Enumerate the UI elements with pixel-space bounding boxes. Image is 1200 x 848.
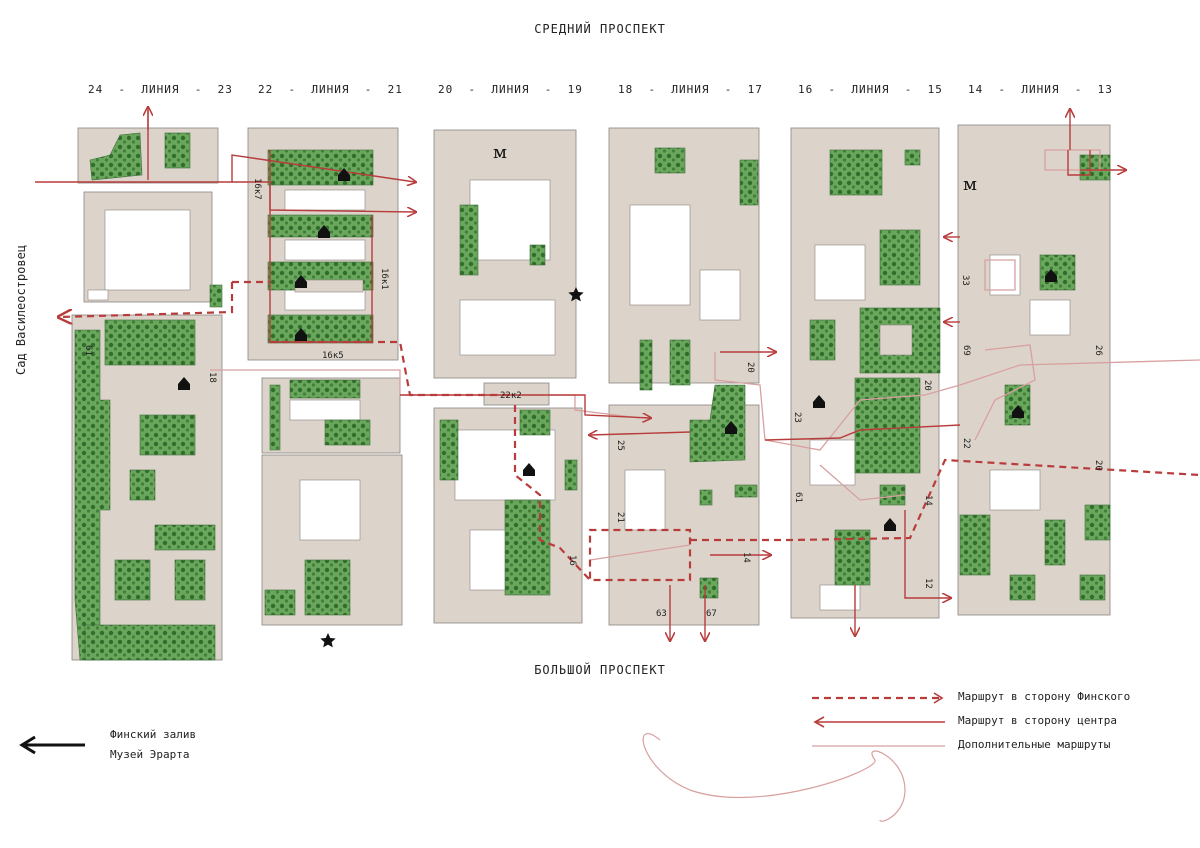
center-routes <box>35 108 1125 640</box>
building-number-14: 69 <box>961 345 971 356</box>
side-garden-label: Сад Василеостровец <box>14 244 28 375</box>
legend-thin-line-icon <box>812 745 945 747</box>
building-number-21: 12 <box>923 578 933 589</box>
building-numbers: 16к7 16к1 16к5 22к2 61 18 25 21 16 20 63… <box>83 178 1103 619</box>
building-number-10: 63 <box>656 609 667 619</box>
metro-icon: м <box>493 142 507 163</box>
line-label-2: 22 - ЛИНИЯ - 21 <box>258 83 403 96</box>
metro-icons: м м <box>493 142 977 195</box>
line-label-3: 20 - ЛИНИЯ - 19 <box>438 83 583 96</box>
building-number-18: 22 <box>961 438 971 449</box>
house-icon <box>725 421 737 434</box>
house-icon <box>295 275 307 288</box>
line-label-4: 18 - ЛИНИЯ - 17 <box>618 83 763 96</box>
house-icon <box>178 377 190 390</box>
house-icon <box>338 168 350 181</box>
house-icon <box>884 518 896 531</box>
house-icon <box>295 328 307 341</box>
house-icon <box>1012 405 1024 418</box>
building-number-5: 18 <box>207 372 217 383</box>
building-number-0: 16к7 <box>252 178 262 200</box>
star-icons <box>320 287 584 648</box>
building-number-22: 61 <box>793 492 803 503</box>
building-number-7: 21 <box>615 512 625 523</box>
building-number-4: 61 <box>83 345 93 356</box>
building-number-1: 16к1 <box>379 268 389 290</box>
building-number-15: 26 <box>1093 345 1103 356</box>
house-icon <box>813 395 825 408</box>
building-number-12: 14 <box>741 552 751 563</box>
house-icons <box>178 168 1057 531</box>
building-number-8: 16 <box>567 555 577 566</box>
museum-label: Музей Эрарта <box>110 748 190 761</box>
star-icon <box>320 633 336 648</box>
gulf-routes <box>60 280 1200 582</box>
street-top-label: СРЕДНИЙ ПРОСПЕКТ <box>534 22 666 36</box>
house-icon <box>318 225 330 238</box>
block-column-5-courtyards <box>809 244 866 611</box>
gulf-label: Финский залив <box>110 728 197 741</box>
star-icon <box>568 287 584 302</box>
line-label-5: 16 - ЛИНИЯ - 15 <box>798 83 943 96</box>
building-number-9: 20 <box>745 362 755 373</box>
legend-solid-line-icon <box>813 716 945 728</box>
legend-item-gulf: Маршрут в сторону Финского <box>810 688 1190 708</box>
legend-dashed-line-icon <box>812 692 944 704</box>
building-number-13: 33 <box>960 275 970 286</box>
legend-item-additional: Дополнительные маршруты <box>810 736 1190 756</box>
building-number-6: 25 <box>615 440 625 451</box>
block-column-1-courtyards <box>87 209 191 301</box>
legend-label-additional: Дополнительные маршруты <box>958 738 1111 751</box>
metro-icon: м <box>963 174 977 195</box>
block-column-2-courtyards <box>284 189 366 541</box>
arrow-icon <box>19 735 85 755</box>
courtyard-col5 <box>879 324 913 356</box>
legend-label-gulf: Маршрут в сторону Финского <box>958 690 1131 703</box>
building-number-19: 20 <box>1093 460 1103 471</box>
legend-label-center: Маршрут в сторону центра <box>958 714 1117 727</box>
line-label-1: 24 - ЛИНИЯ - 23 <box>88 83 233 96</box>
block-column-4-courtyards <box>624 204 741 531</box>
building-number-17: 20 <box>922 380 932 391</box>
building-number-11: 67 <box>706 609 717 619</box>
building-number-16: 23 <box>792 412 802 423</box>
house-icon <box>1045 269 1057 282</box>
green-areas <box>74 132 1111 661</box>
block-column-3-courtyards <box>454 179 556 591</box>
house-icon <box>523 463 535 476</box>
street-bottom-label: БОЛЬШОЙ ПРОСПЕКТ <box>534 663 666 677</box>
building-number-2: 16к5 <box>322 351 344 361</box>
line-label-6: 14 - ЛИНИЯ - 13 <box>968 83 1113 96</box>
legend-item-center: Маршрут в сторону центра <box>810 712 1190 732</box>
building-number-20: 14 <box>923 495 933 506</box>
building-number-3: 22к2 <box>500 391 522 401</box>
